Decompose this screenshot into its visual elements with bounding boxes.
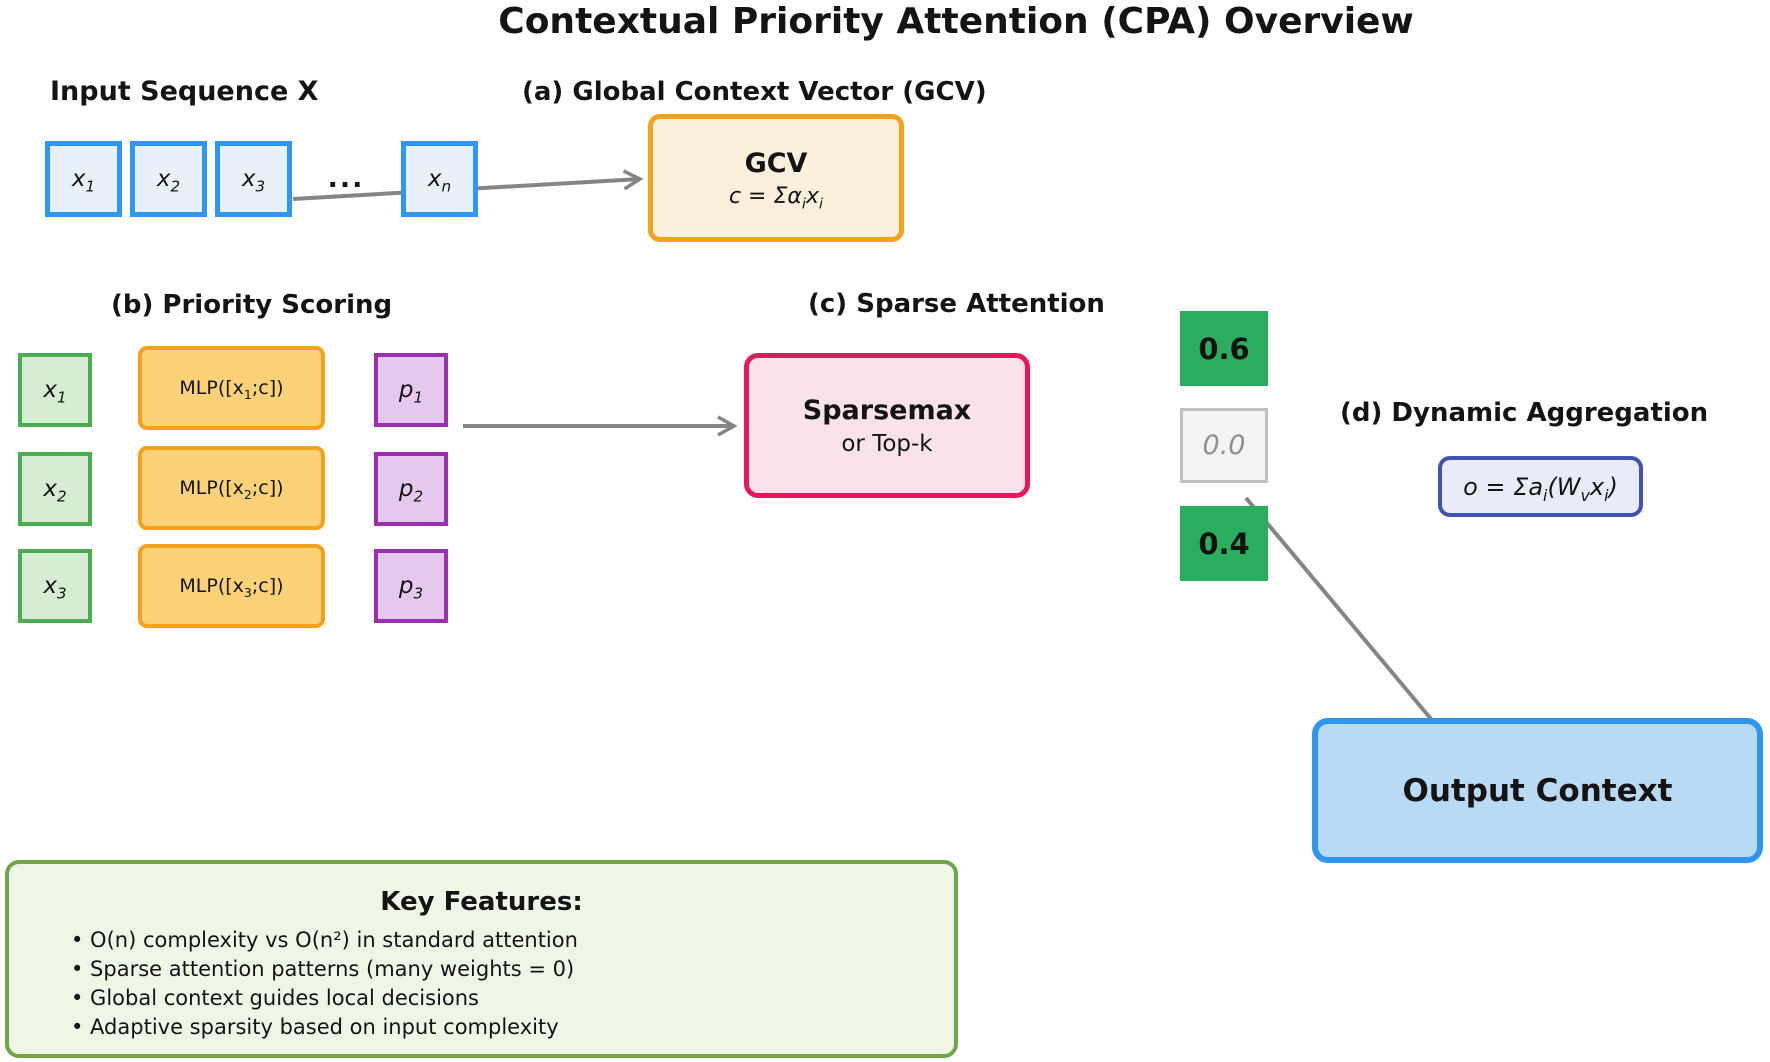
input-token-x3-label: x3 (241, 166, 266, 196)
priority-score-p2: p2 (374, 452, 448, 526)
key-feature-item: • Adaptive sparsity based on input compl… (71, 1015, 559, 1039)
ellipsis-text: ... (327, 163, 365, 194)
sparsemax-box: Sparsemax or Top-k (744, 353, 1030, 498)
key-feature-item: • Sparse attention patterns (many weight… (71, 957, 575, 981)
page-title: Contextual Priority Attention (CPA) Over… (498, 1, 1414, 42)
input-token-x1: x1 (45, 141, 122, 217)
input-token-x2-label: x2 (156, 166, 181, 196)
score-input-x2-label: x2 (43, 476, 67, 506)
mlp-box-2-label: MLP([x2;c]) (179, 477, 284, 502)
priority-score-p1: p1 (374, 353, 448, 427)
input-token-x1-label: x1 (71, 166, 96, 196)
input-token-xn: xn (401, 141, 478, 217)
mlp-box-1-label: MLP([x1;c]) (179, 377, 284, 402)
key-feature-item: • O(n) complexity vs O(n²) in standard a… (71, 928, 578, 952)
gcv-box-title: GCV (744, 147, 808, 179)
section-d-label: (d) Dynamic Aggregation (1340, 398, 1709, 428)
priority-score-p1-label: p1 (398, 377, 424, 407)
mlp-box-1: MLP([x1;c]) (138, 346, 325, 430)
key-features-list: • O(n) complexity vs O(n²) in standard a… (71, 926, 954, 1042)
mlp-box-2: MLP([x2;c]) (138, 446, 325, 530)
score-input-x3-label: x3 (43, 573, 67, 603)
priority-score-p3-label: p3 (398, 573, 424, 603)
sparsemax-box-title: Sparsemax (802, 394, 972, 426)
aggregation-formula-box: o = Σai(Wvxi) (1438, 456, 1643, 517)
score-input-x1-label: x1 (43, 377, 67, 407)
mlp-box-3-label: MLP([x3;c]) (179, 575, 284, 600)
mlp-box-3: MLP([x3;c]) (138, 544, 325, 628)
input-sequence-label: Input Sequence X (50, 76, 319, 107)
section-b-label: (b) Priority Scoring (111, 290, 393, 320)
score-input-x1: x1 (18, 353, 92, 427)
sparsemax-box-subtitle: or Top-k (841, 430, 933, 457)
key-feature-item: • Global context guides local decisions (71, 986, 480, 1010)
gcv-formula: c = Σαixi (728, 183, 824, 212)
attention-weight-3: 0.4 (1180, 506, 1268, 581)
input-token-x3: x3 (215, 141, 292, 217)
key-features-box: Key Features: • O(n) complexity vs O(n²)… (5, 860, 958, 1058)
aggregation-formula: o = Σai(Wvxi) (1463, 472, 1618, 505)
input-token-x2: x2 (130, 141, 207, 217)
input-token-xn-label: xn (427, 166, 452, 196)
priority-score-p3: p3 (374, 549, 448, 623)
score-input-x2: x2 (18, 452, 92, 526)
gcv-box: GCV c = Σαixi (648, 114, 904, 242)
arrow-weights-to-output (1244, 496, 1455, 747)
attention-weight-2: 0.0 (1180, 408, 1268, 483)
attention-weight-1: 0.6 (1180, 311, 1268, 386)
output-context-box: Output Context (1312, 718, 1763, 863)
section-a-label: (a) Global Context Vector (GCV) (522, 77, 987, 107)
key-features-title: Key Features: (380, 887, 583, 917)
priority-score-p2-label: p2 (398, 476, 424, 506)
section-c-label: (c) Sparse Attention (808, 289, 1105, 319)
score-input-x3: x3 (18, 549, 92, 623)
